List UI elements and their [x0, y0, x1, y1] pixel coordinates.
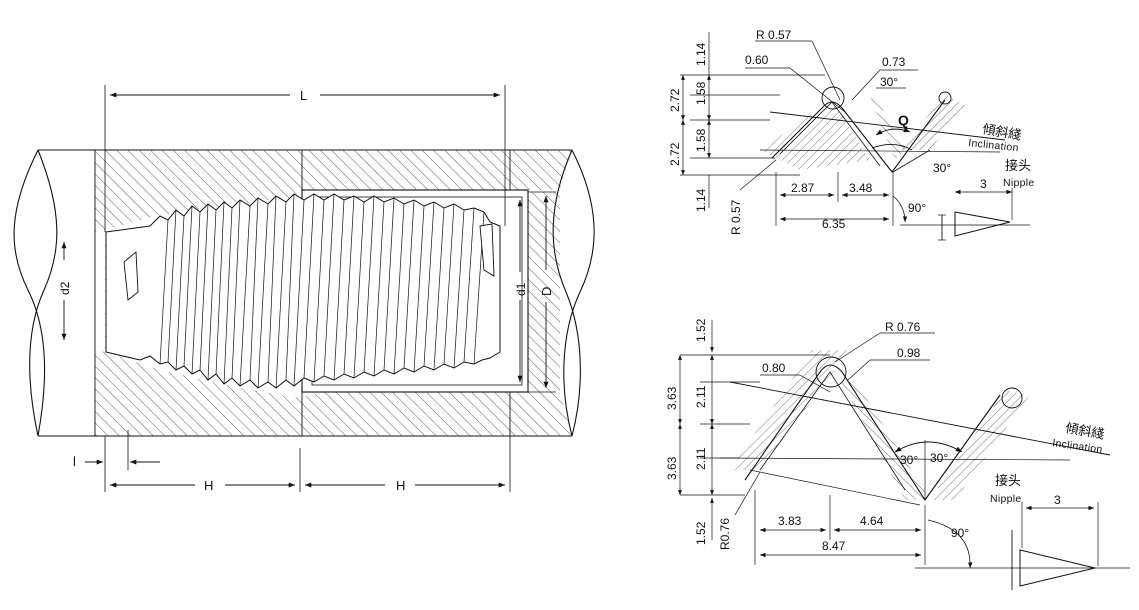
nipple-dim-3-2: 3: [1054, 493, 1061, 507]
dim-2-11-top: 2.11: [694, 385, 708, 408]
pipe-section-view: [13, 85, 595, 492]
dim-3-83: 3.83: [778, 514, 802, 528]
nipple-en: Nipple: [1003, 177, 1035, 189]
inclination-en: Inclination: [968, 137, 1020, 154]
thread-profile-large: [678, 320, 1130, 590]
angle-30-left: 30°: [900, 453, 918, 467]
angle-30-top: 30°: [880, 75, 898, 89]
dim-0-80: 0.80: [762, 361, 786, 375]
inclination-cn: 傾斜綫: [981, 122, 1022, 144]
dim-4-64: 4.64: [860, 514, 884, 528]
nipple-cn: 接头: [1005, 158, 1031, 174]
dim-3-63-top: 3.63: [665, 386, 679, 410]
dim-8-47: 8.47: [822, 539, 846, 553]
dim-2-11-bottom: 2.11: [694, 447, 708, 470]
radius-0-76-top: R 0.76: [885, 320, 921, 334]
dim-2-72-bottom: 2.72: [668, 142, 682, 166]
radius-0-57-top: R 0.57: [756, 28, 792, 42]
radius-0-57-bottom: R 0.57: [729, 199, 743, 235]
dim-H-left-label: H: [204, 478, 213, 493]
nipple-dim-3: 3: [980, 177, 987, 191]
dim-L-label: L: [300, 88, 307, 103]
nipple-en-2: Nipple: [990, 493, 1022, 505]
angle-90-bottom: 90°: [951, 526, 969, 540]
dim-6-35: 6.35: [822, 217, 846, 231]
dim-D-label: D: [539, 287, 554, 296]
angle-Q: Q: [898, 112, 909, 128]
dim-3-48: 3.48: [849, 181, 873, 195]
angle-90-top: 90°: [908, 201, 926, 215]
dim-1-58-top: 1.58: [694, 81, 708, 105]
angle-30-bottom: 30°: [933, 161, 951, 175]
dim-0-60: 0.60: [745, 53, 769, 67]
radius-0-76-bottom: R0.76: [718, 518, 732, 550]
dim-d1-label: d1: [514, 282, 528, 296]
angle-30-right: 30°: [930, 451, 948, 465]
dim-2-87: 2.87: [791, 181, 815, 195]
nipple-cn-2: 接头: [995, 473, 1021, 489]
dim-1-52-top: 1.52: [694, 318, 708, 342]
dim-H-right-label: H: [396, 478, 405, 493]
dim-3-63-bottom: 3.63: [665, 456, 679, 480]
dim-0-73: 0.73: [882, 55, 906, 69]
dim-l-label: l: [73, 454, 76, 469]
dim-2-72-top: 2.72: [668, 88, 682, 112]
dim-1-14-bottom: 1.14: [694, 188, 708, 212]
dim-0-98: 0.98: [897, 346, 921, 360]
thread-profile-small: [680, 32, 1030, 241]
dim-1-58-bottom: 1.58: [694, 128, 708, 152]
dim-d2-label: d2: [58, 281, 72, 295]
dim-1-14-top: 1.14: [694, 42, 708, 66]
inclination-cn-2: 傾斜綫: [1064, 421, 1105, 443]
dim-1-52-bottom: 1.52: [694, 521, 708, 545]
